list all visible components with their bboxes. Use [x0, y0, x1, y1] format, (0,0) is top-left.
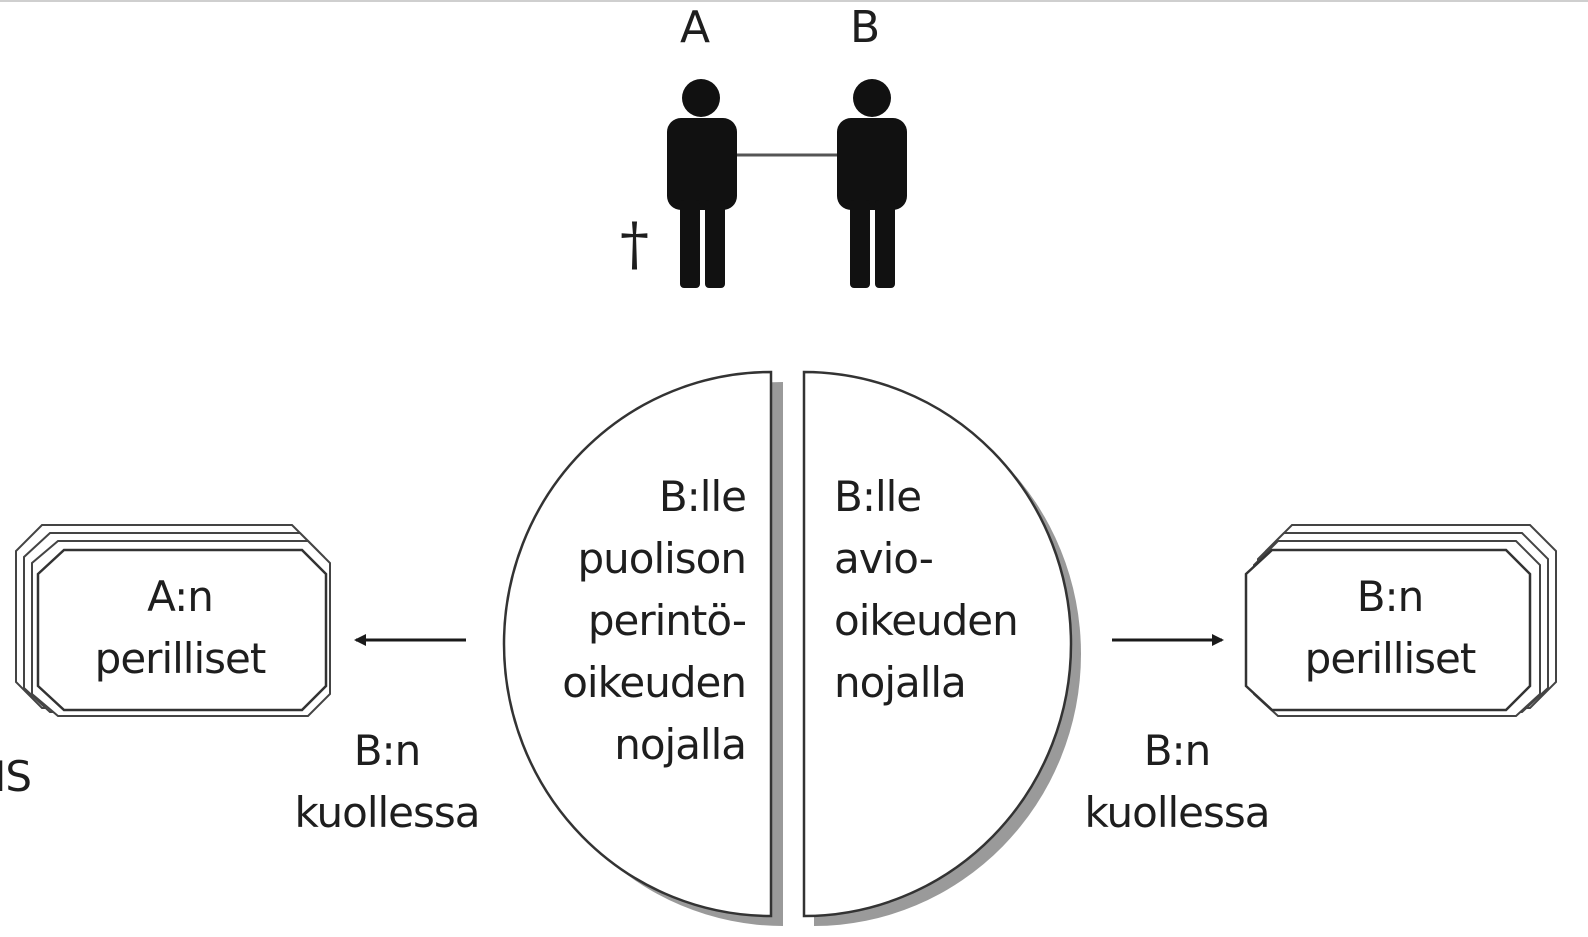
right-half-disc: [802, 370, 1081, 926]
right-heirs-text: B:n perilliset: [1304, 572, 1477, 683]
left-half-disc: [502, 370, 783, 926]
person-b-icon: [837, 79, 907, 288]
person-a-icon: [667, 79, 737, 288]
deceased-cross-icon: †: [620, 210, 649, 278]
left-arrow-label: B:n kuollessa: [294, 726, 480, 837]
person-b-label: B: [850, 2, 880, 53]
left-heirs-text: A:n perilliset: [94, 572, 267, 683]
left-half-text: B:lle puolison perintö- oikeuden nojalla: [562, 472, 747, 769]
right-heirs-box: [1244, 524, 1557, 717]
edge-text-fragment: IS: [0, 752, 32, 801]
person-a-label: A: [680, 2, 710, 53]
right-half-text: B:lle avio- oikeuden nojalla: [834, 472, 1019, 707]
left-heirs-box: [15, 524, 331, 717]
right-arrow-label: B:n kuollessa: [1084, 726, 1270, 837]
